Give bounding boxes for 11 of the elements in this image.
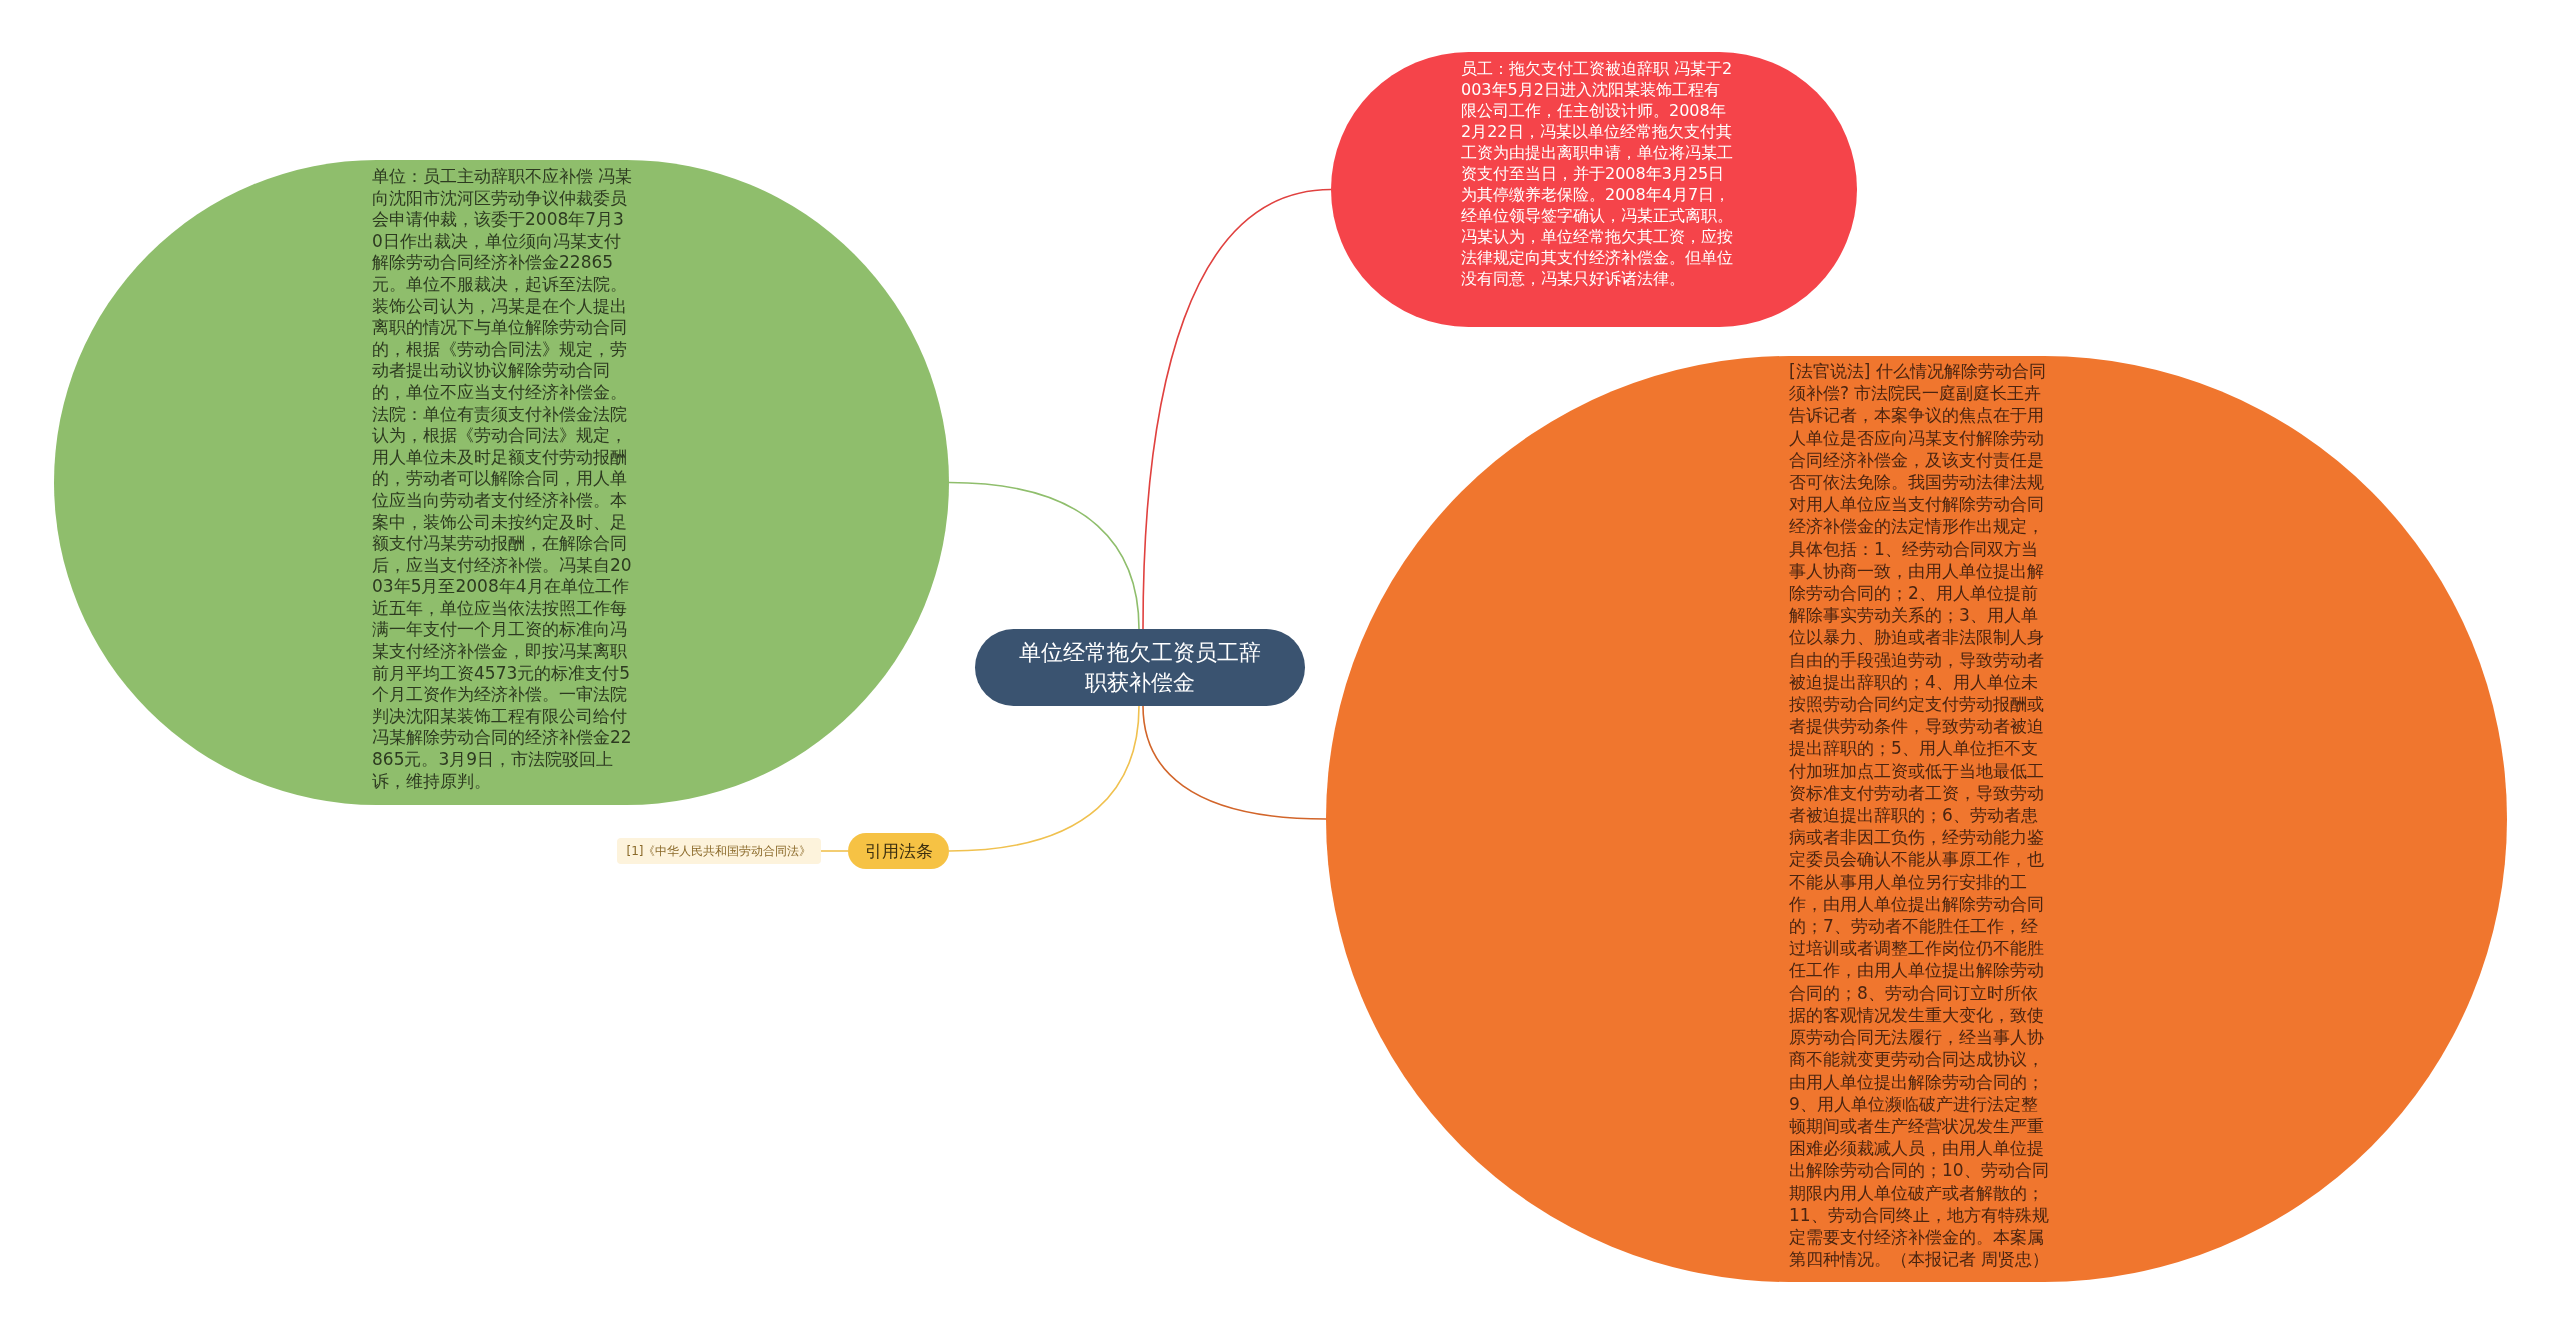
connector-line <box>948 481 1140 630</box>
citation-label: [1]《中华人民共和国劳动合同法》 <box>617 838 821 864</box>
bubble-text: 单位：员工主动辞职不应补偿 冯某向沈阳市沈河区劳动争议仲裁委员会申请仲裁，该委于2008年7月30日作出裁决，单位须向冯某支付解除劳动合同经济补偿金22865元。单位不服裁决，起诉至法院。装饰公司认为，冯某是在个人提出离职的情况下与单位解除劳动合同的，根据《劳动合同法》规定，劳动者提出动议协议解除劳动合同的，单位不应当支付经济补偿金。法院：单位有责须支付补偿金法院认为，根据《劳动合同法》规定，用人单位未及时足额支付劳动报酬的，劳动者可以解除合同，用人单位应当向劳动者支付经济补偿。本案中，装饰公司未按约定及时、足额支付冯某劳动报酬，在解除合同后，应当支付经济补偿。冯某自2003年5月至2008年4月在单位工作近五年，单位应当依法按照工作每满一年支付一个月工资的标准向冯某支付经济补偿金，即按冯某离职前月平均工资4573元的标准支付5个月工资作为经济补偿。一审法院判决沈阳某装饰工程有限公司给付冯某解除劳动合同的经济补偿金22865元。3月9日，市法院驳回上诉，维持原判。 <box>372 166 634 793</box>
connector-line <box>948 705 1140 852</box>
bubble-text: 员工：拖欠支付工资被迫辞职 冯某于2003年5月2日进入沈阳某装饰工程有限公司工作，任主创设计师。2008年2月22日，冯某以单位经常拖欠支付其工资为由提出离职申请，单位将冯某工资支付至当日，并于2008年3月25日为其停缴养老保险。2008年4月7日，经单位领导签字确认，冯某正式离职。冯某认为，单位经常拖欠其工资，应按法律规定向其支付经济补偿金。但单位没有同意，冯某只好诉诸法律。 <box>1461 58 1733 289</box>
bubble-text: [法官说法] 什么情况解除劳动合同须补偿? 市法院民一庭副庭长王卉告诉记者，本案争议的焦点在于用人单位是否应向冯某支付解除劳动合同经济补偿金，及该支付责任是否可依法免除。我国劳动法律法规对用人单位应当支付解除劳动合同经济补偿金的法定情形作出规定，具体包括：1、经劳动合同双方当事人协商一致，由用人单位提出解除劳动合同的；2、用人单位提前解除事实劳动关系的；3、用人单位以暴力、胁迫或者非法限制人身自由的手段强迫劳动，导致劳动者被迫提出辞职的；4、用人单位未按照劳动合同约定支付劳动报酬或者提供劳动条件，导致劳动者被迫提出辞职的；5、用人单位拒不支付加班加点工资或低于当地最低工资标准支付劳动者工资，导致劳动者被迫提出辞职的；6、劳动者患病或者非因工负伤，经劳动能力鉴定委员会确认不能从事原工作，也不能从事用人单位另行安排的工作，由用人单位提出解除劳动合同的；7、劳动者不能胜任工作，经过培训或者调整工作岗位仍不能胜任工作，由用人单位提出解除劳动合同的；8、劳动合同订立时所依据的客观情况发生重大变化，致使原劳动合同无法履行，经当事人协商不能就变更劳动合同达成协议，由用人单位提出解除劳动合同的；9、用人单位濒临破产进行法定整顿期间或者生产经营状况发生严重困难必须裁减人员，由用人单位提出解除劳动合同的；10、劳动合同期限内用人单位破产或者解散的；11、劳动合同终止，地方有特殊规定需要支付经济补偿金的。本案属第四种情况。（本报记者 周贤忠） <box>1789 360 2051 1271</box>
connector-line <box>1142 705 1327 820</box>
connector-line <box>820 850 849 852</box>
topic-pill: 引用法条 <box>848 833 949 869</box>
connector-line <box>1142 188 1332 630</box>
central-topic: 单位经常拖欠工资员工辞职获补偿金 <box>975 629 1305 706</box>
